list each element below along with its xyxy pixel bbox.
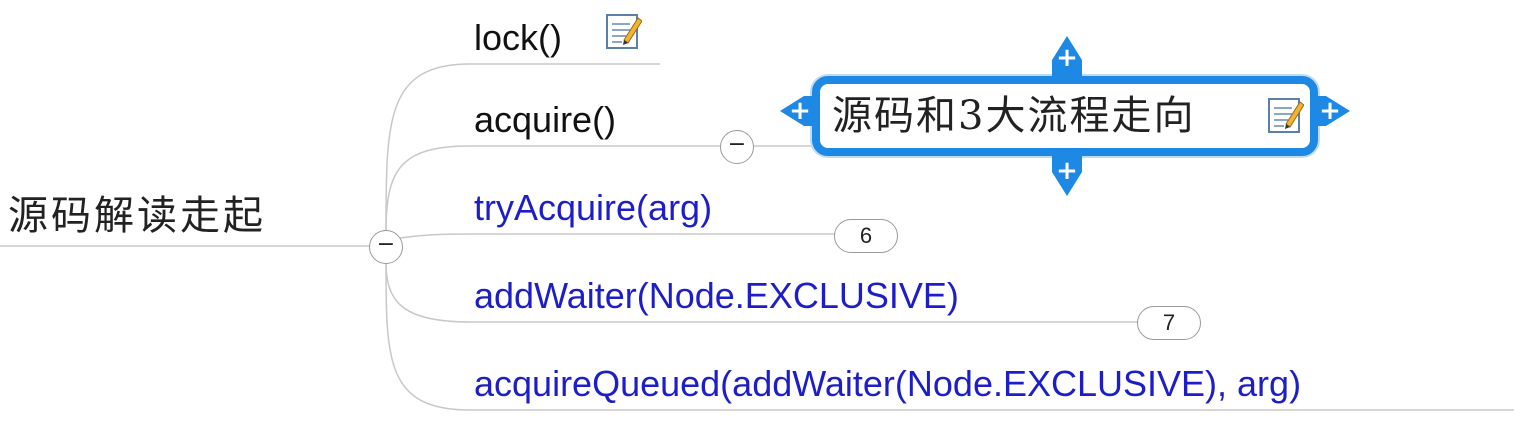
topic-addwaiter[interactable]: addWaiter(Node.EXCLUSIVE) xyxy=(474,275,959,316)
add-topic-icon: + xyxy=(1056,43,1078,73)
add-topic-icon: + xyxy=(1319,96,1341,126)
topic-tryacquire[interactable]: tryAcquire(arg) xyxy=(474,187,713,228)
floating-topic-selected[interactable]: 源码和3大流程走向 xyxy=(812,76,1318,156)
acquire-collapse-button[interactable]: − xyxy=(720,130,754,164)
add-topic-top-handle[interactable]: + xyxy=(1052,36,1082,76)
topic-acquirequeued[interactable]: acquireQueued(addWaiter(Node.EXCLUSIVE),… xyxy=(474,363,1302,404)
topic-lock[interactable]: lock() xyxy=(474,17,562,58)
collapsed-count-badge[interactable]: 6 xyxy=(834,219,898,253)
add-topic-icon: + xyxy=(789,96,811,126)
add-topic-right-handle[interactable]: + xyxy=(1310,96,1350,126)
collapse-icon: − xyxy=(727,132,747,157)
add-topic-bottom-handle[interactable]: + xyxy=(1052,156,1082,196)
note-icon[interactable] xyxy=(1266,96,1304,134)
note-icon[interactable] xyxy=(604,12,642,50)
topic-acquire[interactable]: acquire() xyxy=(474,99,617,140)
add-topic-icon: + xyxy=(1056,156,1078,186)
collapsed-count-badge[interactable]: 7 xyxy=(1137,306,1201,340)
root-topic[interactable]: 源码解读走起 xyxy=(8,193,266,239)
floating-topic-label: 源码和3大流程走向 xyxy=(832,93,1196,139)
collapse-icon: − xyxy=(376,232,396,257)
root-collapse-button[interactable]: − xyxy=(369,230,403,264)
